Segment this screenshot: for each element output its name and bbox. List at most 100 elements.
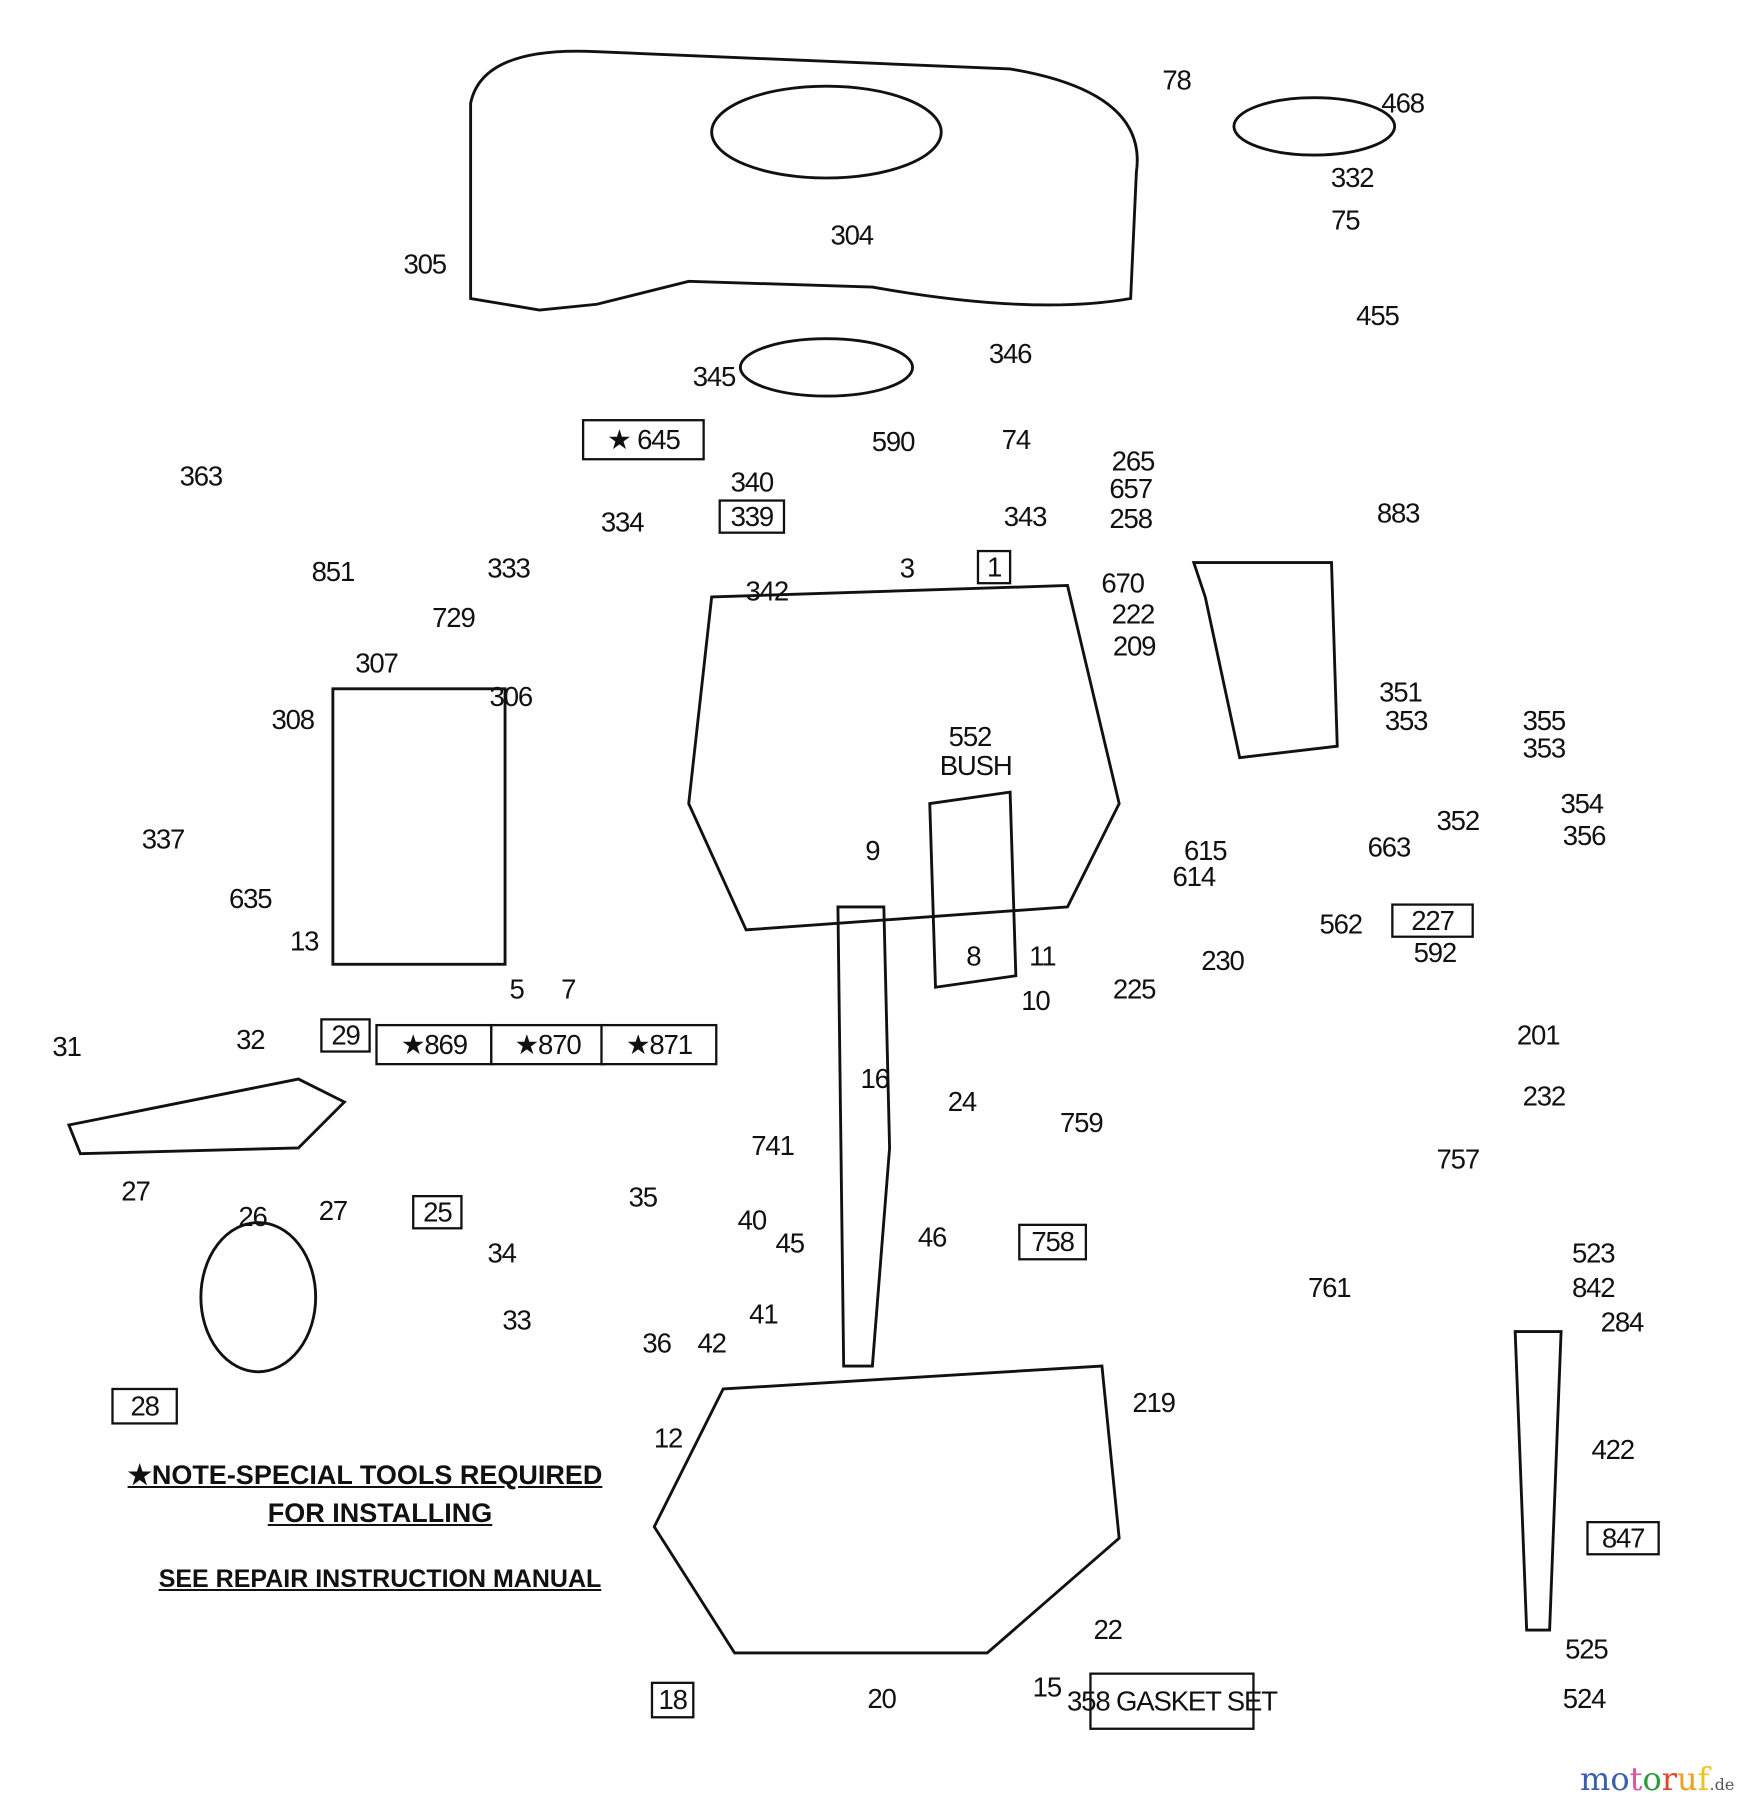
part-label: 333 — [487, 552, 530, 583]
boxed-part-label: ★870 — [515, 1029, 582, 1060]
part-label: 354 — [1560, 788, 1603, 819]
note-for-installing: FOR INSTALLING — [267, 1498, 493, 1528]
part-label: 663 — [1368, 831, 1411, 862]
part-label: 209 — [1113, 631, 1156, 662]
label-box — [650, 1681, 695, 1719]
boxed-part-label: 1 — [987, 551, 1001, 582]
part-label: 22 — [1094, 1614, 1122, 1645]
part-label: 46 — [918, 1222, 947, 1253]
part-label: 307 — [355, 648, 398, 679]
part-label: 7 — [561, 974, 575, 1005]
watermark-letter: m — [1580, 1760, 1611, 1798]
part-label: 592 — [1414, 937, 1457, 968]
boxed-part-label: 339 — [731, 501, 774, 532]
part-label: 258 — [1109, 503, 1152, 534]
part-label: 614 — [1173, 861, 1216, 892]
part-label: BUSH — [940, 750, 1012, 781]
part-label: 851 — [312, 556, 355, 587]
piston-rings — [199, 1221, 318, 1374]
part-label: 525 — [1565, 1634, 1608, 1665]
part-label: 31 — [52, 1031, 80, 1062]
part-label: 201 — [1517, 1020, 1560, 1051]
housing-opening — [710, 84, 943, 180]
boxed-part-label: 758 — [1031, 1226, 1074, 1257]
blower-housing — [469, 49, 1139, 312]
part-label: 337 — [142, 823, 185, 854]
part-label: 42 — [698, 1327, 726, 1358]
watermark-suffix: .de — [1709, 1775, 1735, 1794]
part-label: 342 — [746, 575, 789, 606]
part-label: 26 — [238, 1201, 267, 1232]
part-label: 225 — [1113, 974, 1156, 1005]
part-label: 343 — [1004, 501, 1047, 532]
part-label: 15 — [1033, 1672, 1062, 1703]
part-label: 305 — [403, 248, 446, 279]
boxed-part-label: ★871 — [626, 1029, 692, 1060]
label-box — [412, 1194, 463, 1230]
boxed-part-label: 28 — [130, 1390, 159, 1421]
part-label: 345 — [693, 361, 736, 392]
part-label: 3 — [900, 552, 915, 583]
part-label: 741 — [751, 1130, 794, 1161]
label-box — [581, 419, 705, 461]
boxed-part-label: 29 — [331, 1020, 359, 1051]
part-label: 11 — [1029, 940, 1055, 971]
label-box — [1089, 1672, 1255, 1730]
label-box — [600, 1023, 718, 1066]
watermark-letter: r — [1661, 1760, 1678, 1798]
cylinder-block — [687, 584, 1121, 932]
boxed-part-label: 25 — [423, 1196, 452, 1227]
part-label: 340 — [731, 466, 774, 497]
part-label: 842 — [1572, 1272, 1615, 1303]
crankshaft — [836, 905, 892, 1368]
part-label: 265 — [1112, 446, 1155, 477]
part-label: 351 — [1379, 676, 1422, 707]
part-label: 552 — [949, 721, 992, 752]
label-box — [111, 1387, 178, 1425]
governor-bracket — [1191, 561, 1339, 760]
part-label: 353 — [1385, 705, 1428, 736]
part-label: 523 — [1572, 1238, 1615, 1269]
cylinder-head — [331, 687, 507, 966]
part-label: 356 — [1563, 820, 1606, 851]
part-label: 33 — [502, 1304, 531, 1335]
boxed-part-label: 227 — [1411, 905, 1454, 936]
part-label: 615 — [1184, 835, 1227, 866]
part-label: 75 — [1331, 205, 1360, 236]
part-label: 8 — [966, 940, 981, 971]
part-label: 363 — [180, 461, 223, 492]
watermark-letter: o — [1642, 1760, 1662, 1798]
part-label: 635 — [229, 883, 272, 914]
part-label: 334 — [601, 507, 644, 538]
label-box — [718, 499, 786, 534]
part-label: 16 — [861, 1063, 890, 1094]
part-label: 757 — [1437, 1144, 1480, 1175]
breather-assembly — [928, 790, 1018, 989]
part-label: 562 — [1319, 908, 1362, 939]
part-label: 34 — [487, 1238, 516, 1269]
boxed-part-label: 358 GASKET SET — [1067, 1685, 1278, 1716]
part-label: 10 — [1021, 985, 1050, 1016]
part-label: 20 — [867, 1683, 896, 1714]
part-label: 232 — [1523, 1080, 1566, 1111]
part-label: 346 — [989, 338, 1032, 369]
part-label: 13 — [290, 926, 319, 957]
part-label: 5 — [509, 974, 524, 1005]
part-label: 45 — [776, 1227, 805, 1258]
note-see-manual: SEE REPAIR INSTRUCTION MANUAL — [158, 1565, 602, 1593]
watermark-letter: t — [1629, 1760, 1643, 1798]
part-label: 9 — [865, 835, 879, 866]
part-outlines — [66, 49, 1563, 1655]
part-label: 468 — [1381, 88, 1424, 119]
part-label: 670 — [1101, 567, 1144, 598]
part-label: 12 — [654, 1423, 682, 1454]
part-label: 455 — [1356, 300, 1399, 331]
part-label: 590 — [872, 426, 915, 457]
label-box — [1586, 1520, 1660, 1556]
part-label: 353 — [1523, 733, 1566, 764]
watermark-letter: o — [1610, 1760, 1630, 1798]
